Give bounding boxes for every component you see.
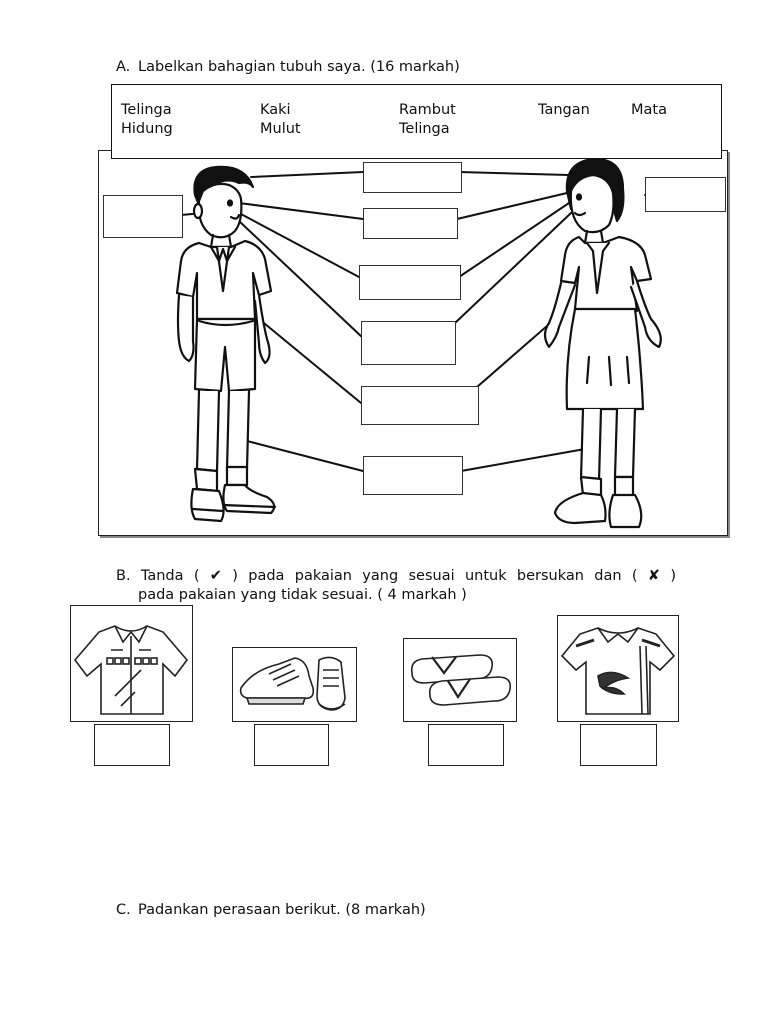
figure-drawing: [175, 157, 670, 529]
boy-connector-lines: [238, 171, 364, 472]
section-a-letter: A.: [116, 59, 131, 75]
word: pada: [248, 568, 285, 584]
section-c-letter: C.: [116, 902, 131, 918]
girl-connector-lines: [454, 171, 586, 472]
answer-box[interactable]: [428, 724, 504, 766]
section-b-letter: B.: [116, 568, 131, 584]
label-box[interactable]: [103, 195, 183, 238]
word: untuk: [464, 568, 507, 584]
word: bersukan: [516, 568, 584, 584]
body-parts-figure: [98, 150, 728, 536]
section-a-instruction: Labelkan bahagian tubuh saya. (16 markah…: [138, 59, 460, 75]
boy-figure: [175, 165, 277, 523]
sandals-picture: [403, 638, 517, 722]
sneakers-picture: [232, 647, 357, 722]
answer-box[interactable]: [254, 724, 329, 766]
section-a-heading: A. Labelkan bahagian tubuh saya. (16 mark…: [116, 59, 460, 75]
word-bank-item: Kaki: [260, 102, 291, 118]
word: yang: [362, 568, 399, 584]
label-box[interactable]: [361, 386, 479, 425]
word: sesuai: [408, 568, 455, 584]
word: ): [670, 568, 676, 584]
girl-figure: [543, 157, 662, 529]
section-b-line1: B. Tanda ( ✔ ) pada pakaian yang sesuai …: [116, 567, 676, 586]
word-bank-item: Mulut: [260, 121, 301, 137]
word-bank-item: Telinga: [399, 121, 450, 137]
check-mark-icon: ✔: [209, 568, 222, 584]
word-bank-item: Mata: [631, 102, 667, 118]
label-box[interactable]: [361, 321, 456, 365]
jersey-icon: [560, 627, 676, 715]
label-box[interactable]: [359, 265, 461, 300]
word: ): [232, 568, 238, 584]
answer-box[interactable]: [580, 724, 657, 766]
word-bank-item: Hidung: [121, 121, 173, 137]
section-c-heading: C. Padankan perasaan berikut. (8 markah): [116, 902, 426, 918]
label-box[interactable]: [645, 177, 726, 212]
word: (: [631, 568, 638, 584]
word-bank: Telinga Kaki Rambut Tangan Mata Hidung M…: [111, 84, 722, 159]
word-bank-item: Telinga: [121, 102, 172, 118]
label-box[interactable]: [363, 208, 458, 239]
word: pakaian: [294, 568, 352, 584]
cross-mark-icon: ✘: [647, 568, 661, 584]
word: Tanda: [140, 568, 184, 584]
shirt-icon: [73, 625, 189, 715]
shirt-picture: [70, 605, 193, 722]
word-bank-item: Tangan: [538, 102, 590, 118]
label-box[interactable]: [363, 162, 462, 193]
answer-box[interactable]: [94, 724, 170, 766]
word-bank-item: Rambut: [399, 102, 456, 118]
sneakers-icon: [239, 656, 346, 711]
label-box[interactable]: [363, 456, 463, 495]
section-c-instruction: Padankan perasaan berikut. (8 markah): [138, 902, 426, 918]
word: (: [193, 568, 200, 584]
word: dan: [594, 568, 622, 584]
section-b-line2: pada pakaian yang tidak sesuai. ( 4 mark…: [138, 587, 467, 603]
section-b-heading: B. Tanda ( ✔ ) pada pakaian yang sesuai …: [116, 567, 676, 605]
sandals-icon: [410, 654, 512, 706]
sports-jersey-picture: [557, 615, 679, 722]
